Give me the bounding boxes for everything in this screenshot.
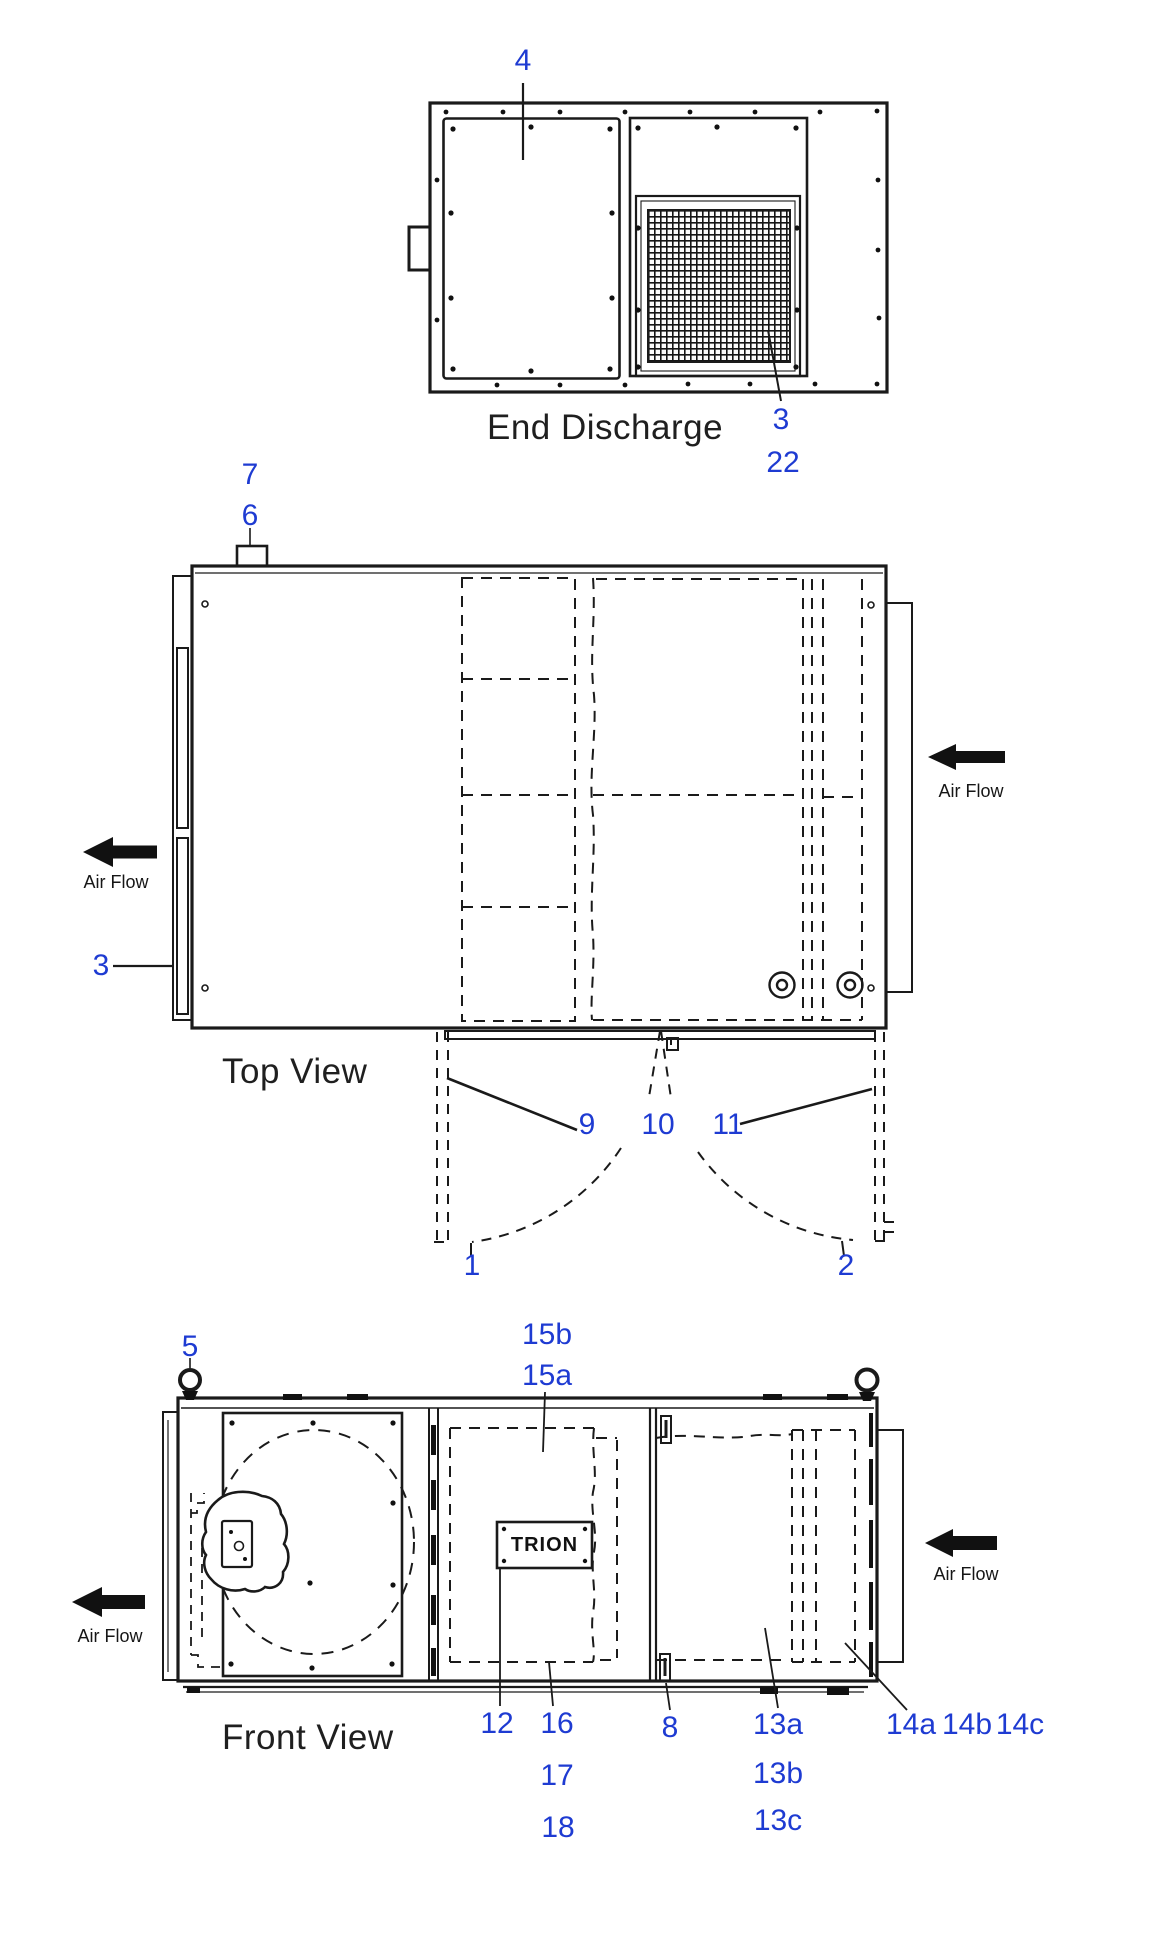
callout-15a: 15a	[521, 1359, 573, 1392]
air-flow-label-right-top: Air Flow	[938, 781, 1004, 801]
end-cabinet-outline	[428, 101, 889, 394]
top-left-flange	[172, 575, 193, 1021]
grille-mesh	[647, 209, 791, 363]
door-swing-arc-left	[471, 1147, 622, 1243]
top-center-latch	[666, 1037, 679, 1051]
front-left-dashed	[190, 1493, 222, 1668]
callout-18: 18	[541, 1811, 575, 1844]
front-divider-2	[648, 1408, 658, 1681]
end-right-panel-screws	[635, 124, 800, 370]
callout-11: 11	[712, 1108, 744, 1141]
top-view-drawing	[83, 528, 1005, 1257]
callout-12: 12	[480, 1707, 514, 1740]
top-dashed-compartments	[461, 577, 863, 1022]
callout-17: 17	[540, 1759, 574, 1792]
callout-3-top: 3	[92, 949, 110, 982]
callout-22: 22	[766, 446, 800, 479]
leader-15a	[542, 1391, 546, 1453]
callout-15b: 15b	[521, 1318, 573, 1351]
grille-frame	[634, 194, 802, 378]
callout-16: 16	[540, 1707, 574, 1740]
end-discharge-title: End Discharge	[487, 408, 724, 447]
callout-14b: 14b	[941, 1708, 993, 1741]
end-discharge-drawing	[407, 83, 889, 402]
eyebolt-left	[178, 1368, 202, 1400]
leader-8	[665, 1682, 671, 1711]
air-flow-arrow-right-top	[928, 744, 1005, 770]
fan-panel-screws	[228, 1420, 396, 1671]
front-left-flange	[162, 1411, 179, 1681]
callout-7: 7	[241, 458, 259, 491]
callout-4: 4	[514, 44, 532, 77]
callout-6: 6	[241, 499, 259, 532]
air-flow-arrow-right-front	[925, 1529, 997, 1557]
end-handle	[407, 225, 430, 272]
end-cabinet-screws	[434, 108, 882, 388]
callout-5: 5	[181, 1330, 199, 1363]
terminal-box	[220, 1519, 254, 1569]
top-body-outline	[190, 564, 888, 1030]
callout-8: 8	[661, 1711, 679, 1744]
filter-section-dashed	[655, 1429, 856, 1663]
top-body-screws	[201, 600, 875, 992]
front-view-drawing	[72, 1358, 997, 1711]
door-swing-arc-right	[697, 1151, 854, 1241]
callout-13a: 13a	[752, 1708, 804, 1741]
callout-3-end: 3	[772, 403, 790, 436]
top-view-title: Top View	[222, 1052, 368, 1091]
callout-14a: 14a	[885, 1708, 937, 1741]
leader-13a	[764, 1627, 779, 1709]
air-flow-label-left-top: Air Flow	[83, 872, 149, 892]
air-flow-label-left-front: Air Flow	[77, 1626, 143, 1646]
leader-3-22	[767, 329, 782, 402]
air-flow-arrow-left-top	[83, 837, 157, 867]
top-duct-fittings	[768, 971, 864, 999]
front-top-lugs	[283, 1394, 848, 1400]
callout-10: 10	[641, 1108, 675, 1141]
leader-16	[548, 1661, 554, 1707]
leader-2	[841, 1240, 845, 1257]
front-right-flange	[876, 1429, 904, 1663]
front-right-seal	[869, 1413, 873, 1677]
front-divider-1	[428, 1408, 439, 1681]
top-right-flange	[885, 602, 913, 993]
front-middle-dashed	[449, 1427, 618, 1663]
callout-13c: 13c	[753, 1804, 803, 1837]
end-left-panel	[442, 117, 621, 380]
end-left-panel-screws	[448, 124, 615, 374]
front-feet	[187, 1687, 849, 1695]
leader-14a	[844, 1642, 908, 1711]
blower-circle	[213, 1429, 415, 1655]
callout-9: 9	[578, 1108, 596, 1141]
leader-9	[446, 1076, 578, 1132]
leader-11	[739, 1087, 873, 1126]
top-open-doors	[434, 1030, 894, 1243]
eyebolt-right	[854, 1367, 880, 1401]
brand-plate	[495, 1520, 594, 1570]
callout-2: 2	[837, 1249, 855, 1282]
callout-1: 1	[463, 1249, 481, 1282]
callout-14c: 14c	[995, 1708, 1045, 1741]
hinge-pins	[659, 1415, 672, 1682]
air-flow-arrow-left-front	[72, 1587, 145, 1617]
brand-plate-screws	[501, 1526, 588, 1564]
front-view-title: Front View	[222, 1718, 394, 1757]
callout-13b: 13b	[752, 1757, 804, 1790]
air-flow-label-right-front: Air Flow	[933, 1564, 999, 1584]
brand-label: TRION	[510, 1533, 579, 1556]
vent-box	[235, 544, 269, 568]
